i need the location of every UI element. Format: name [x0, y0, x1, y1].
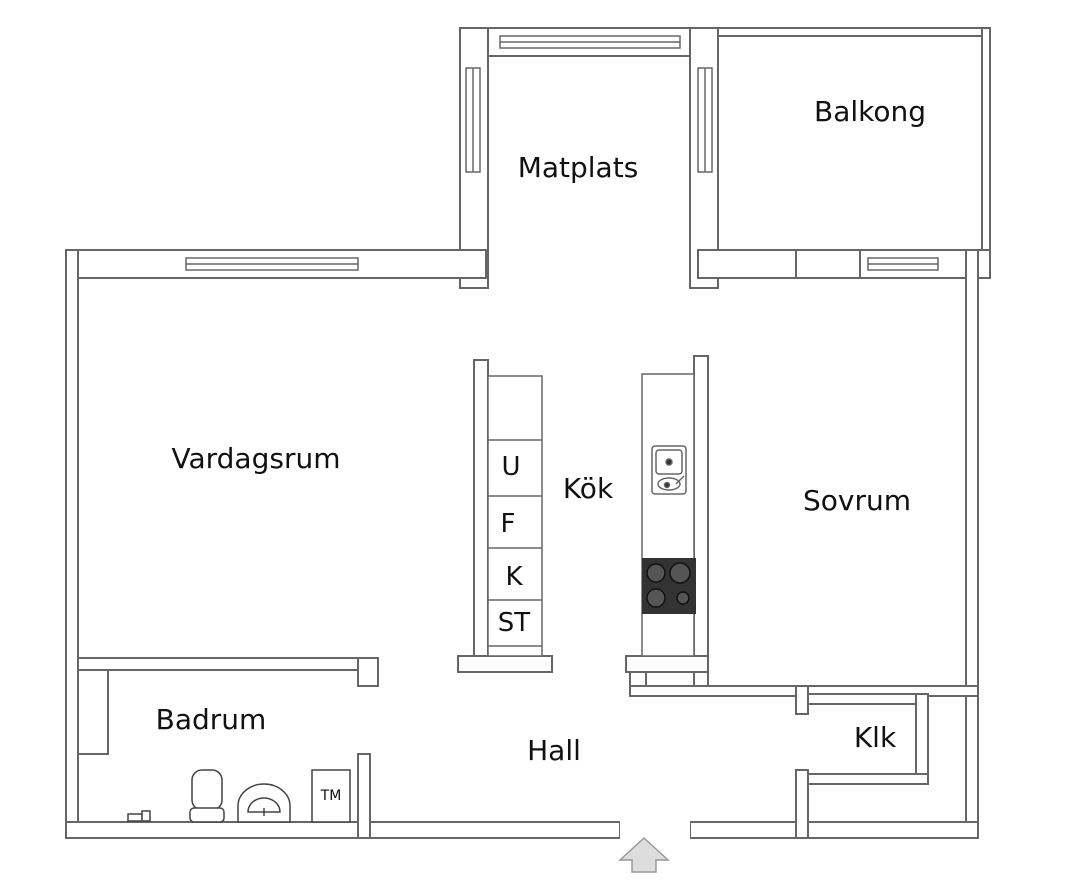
- fixture-label-u: U: [501, 452, 520, 482]
- kitchen-counter: [487, 375, 543, 657]
- fixture-label-tm: TM: [320, 788, 342, 804]
- sink-icon: [651, 445, 687, 495]
- wall: [65, 821, 621, 839]
- wall: [65, 249, 79, 839]
- room-label-klk: Klk: [854, 721, 897, 754]
- wall: [807, 693, 921, 705]
- room-label-badrum: Badrum: [156, 703, 267, 736]
- wall: [981, 27, 991, 277]
- stove-icon: [642, 558, 696, 614]
- washing-machine-icon: [311, 769, 351, 823]
- wall: [77, 669, 109, 755]
- window: [465, 67, 481, 173]
- wall: [717, 27, 991, 37]
- wall: [457, 655, 553, 673]
- washbasin-icon: [237, 783, 291, 823]
- fixture-label-k: K: [505, 562, 523, 592]
- door-opening: [620, 820, 690, 840]
- wall: [625, 655, 709, 673]
- door-opening: [796, 252, 860, 276]
- wall: [77, 657, 379, 671]
- wall: [795, 685, 809, 715]
- wall: [357, 753, 371, 839]
- window: [867, 257, 939, 271]
- window: [697, 67, 713, 173]
- entrance-arrow-icon: [618, 836, 670, 873]
- room-label-sovrum: Sovrum: [803, 484, 911, 517]
- fixture-label-st: ST: [498, 608, 531, 638]
- wall: [693, 355, 709, 687]
- wall: [473, 359, 489, 671]
- room-label-vardagsrum: Vardagsrum: [172, 442, 341, 475]
- room-label-matplats: Matplats: [518, 151, 639, 184]
- window: [185, 257, 359, 271]
- floor-drain-icon: [127, 810, 151, 822]
- wall: [807, 773, 929, 785]
- wall: [689, 821, 979, 839]
- wall: [915, 693, 929, 785]
- room-label-hall: Hall: [527, 734, 581, 767]
- room-label-balkong: Balkong: [814, 95, 926, 128]
- wall: [795, 769, 809, 839]
- wall: [357, 657, 379, 687]
- room-label-kok: Kök: [563, 472, 614, 505]
- wall: [965, 249, 979, 839]
- window: [499, 35, 681, 49]
- fixture-label-f: F: [501, 509, 516, 539]
- toilet-icon: [189, 769, 225, 823]
